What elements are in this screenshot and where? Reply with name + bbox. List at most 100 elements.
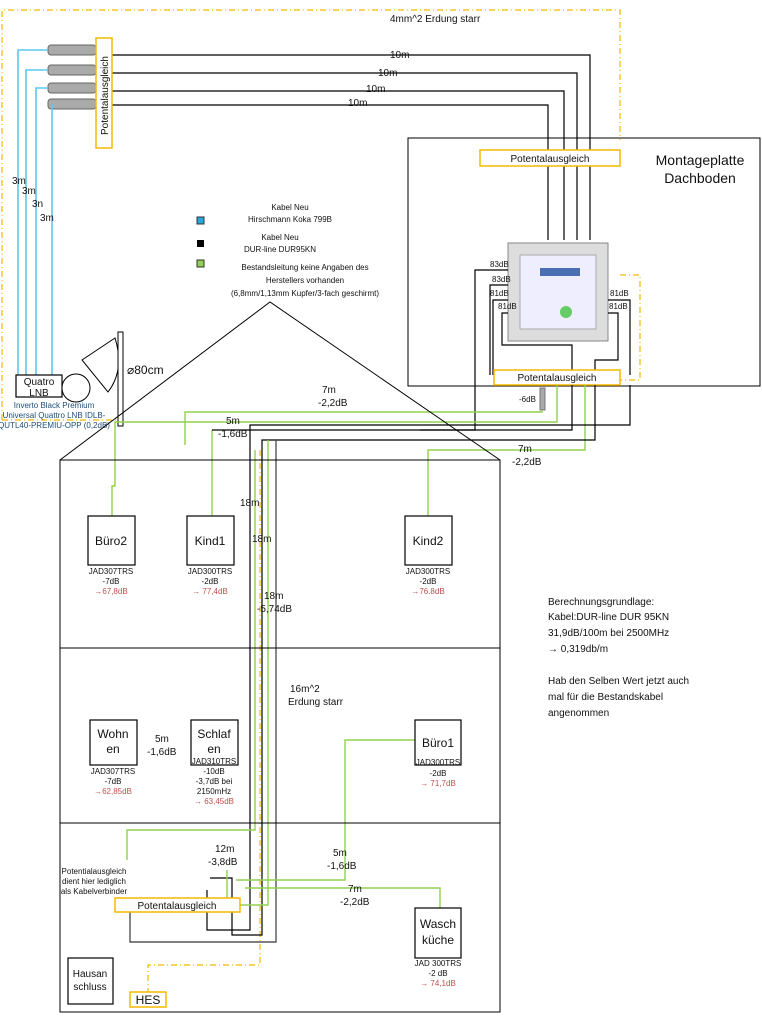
room-wohnen: Wohn en JAD307TRS -7dB →62,85dB (89, 719, 138, 796)
svg-text:Schlaf: Schlaf (197, 727, 231, 741)
legend-black-2: DUR-line DUR95KN (244, 245, 316, 254)
svg-text:-3,7dB bei: -3,7dB bei (196, 777, 233, 786)
cable-f-length: 12m (215, 844, 234, 855)
cable-a-length: 7m (322, 385, 336, 396)
svg-text:→ 74,1dB: → 74,1dB (420, 979, 456, 988)
lnb-desc-2: Universal Quattro LNB IDLB- (3, 411, 106, 420)
dish-feed-circle (61, 373, 91, 403)
legend-green-1: Bestandsleitung keine Angaben des (241, 263, 368, 272)
legend-blue-2: Hirschmann Koka 799B (248, 215, 332, 224)
potential-bar-top-label: Potentalausgleich (511, 154, 590, 165)
svg-text:-7dB: -7dB (105, 777, 122, 786)
hes-box (129, 991, 167, 1008)
svg-text:Kabel:DUR-line DUR 95KN: Kabel:DUR-line DUR 95KN (548, 612, 669, 623)
mounting-plate-label-1: Montageplatte (656, 152, 745, 168)
svg-text:→ 63,45dB: → 63,45dB (194, 797, 234, 806)
cable-h-length: 7m (348, 884, 362, 895)
legend-green-2: Herstellers vorhanden (266, 276, 344, 285)
potential-note-2: dient hier lediglich (62, 877, 126, 886)
switch-level-6: 81dB (609, 302, 628, 311)
svg-text:en: en (106, 742, 119, 756)
cable-e-loss: -1,6dB (147, 747, 177, 758)
attenuator-label: -6dB (519, 395, 536, 404)
svg-text:Wasch: Wasch (420, 917, 456, 931)
potential-bar-bottom-label: Potentalausgleich (518, 373, 597, 384)
attenuator-icon (539, 387, 546, 411)
mounting-plate-label-2: Dachboden (664, 170, 736, 186)
cable-label-10m-2: 10m (378, 68, 397, 79)
cable-g-loss: -1,6dB (327, 861, 357, 872)
svg-text:-10dB: -10dB (203, 767, 224, 776)
cable-d2-length: 18m (252, 534, 271, 545)
svg-text:→76.8dB: →76.8dB (411, 587, 444, 596)
switch-level-4: 81dB (498, 302, 517, 311)
blue-label-2: 3m (22, 186, 36, 197)
svg-text:JAD300TRS: JAD300TRS (406, 567, 450, 576)
svg-text:-2dB: -2dB (420, 577, 437, 586)
cable-f-loss: -3,8dB (208, 857, 238, 868)
multiswitch (507, 242, 609, 342)
room-kind1: Kind1 JAD300TRS -2dB → 77,4dB (186, 515, 235, 596)
svg-text:Wohn: Wohn (97, 727, 128, 741)
potential-note-3: als Kabelverbinder (61, 887, 128, 896)
room-buero2: Büro2 JAD307TRS -7dB →67,8dB (87, 515, 136, 596)
lnb-box-label-1: Quatro (24, 377, 55, 388)
svg-text:-2dB: -2dB (202, 577, 219, 586)
svg-text:→ 71,7dB: → 71,7dB (420, 779, 456, 788)
svg-text:31,9dB/100m bei 2500MHz: 31,9dB/100m bei 2500MHz (548, 628, 669, 639)
svg-text:JAD307TRS: JAD307TRS (91, 767, 135, 776)
f-connectors (47, 44, 97, 110)
potential-bar-top (479, 149, 621, 167)
house-outline (59, 459, 501, 1013)
blue-label-1: 3m (12, 176, 26, 187)
lnb-box-label-2: LNB (29, 388, 49, 399)
cable-e-length: 5m (155, 734, 169, 745)
cable-d3-loss: -5,74dB (257, 604, 292, 615)
ground-top-label: 4mm^2 Erdung starr (390, 14, 481, 25)
mounting-plate (407, 137, 761, 387)
ground-wire (1, 9, 641, 992)
ground-inner-label-2: Erdung starr (288, 697, 344, 708)
hausanschluss-label-2: schluss (73, 982, 106, 993)
switch-level-5: 81dB (610, 289, 629, 298)
svg-text:angenommen: angenommen (548, 708, 609, 719)
svg-text:JAD300TRS: JAD300TRS (416, 758, 460, 767)
cable-c-length: 7m (518, 444, 532, 455)
svg-text:Hab den Selben Wert jetzt auch: Hab den Selben Wert jetzt auch (548, 676, 689, 687)
calculation-notes: Berechnungsgrundlage: Kabel:DUR-line DUR… (548, 597, 689, 719)
cable-b-length: 5m (226, 416, 240, 427)
room-kind2: Kind2 JAD300TRS -2dB →76.8dB (404, 515, 453, 596)
legend-swatch-green (196, 259, 205, 268)
house-roof (59, 301, 501, 461)
svg-text:→ 77,4dB: → 77,4dB (192, 587, 228, 596)
room-waschkueche: Wasch küche JAD 300TRS -2 dB → 74,1dB (414, 907, 462, 988)
svg-text:mal für die Bestandskabel: mal für die Bestandskabel (548, 692, 663, 703)
cable-a-loss: -2,2dB (318, 398, 348, 409)
svg-text:Büro2: Büro2 (95, 534, 127, 548)
lnb-desc-3: QUTL40-PREMIU-OPP (0,2dB) (0, 421, 110, 430)
svg-text:-7dB: -7dB (103, 577, 120, 586)
svg-text:küche: küche (422, 933, 454, 947)
svg-text:JAD307TRS: JAD307TRS (89, 567, 133, 576)
svg-text:en: en (207, 742, 220, 756)
hes-label: HES (136, 993, 161, 1007)
switch-level-3: 81dB (490, 289, 509, 298)
potential-bar-basement-label: Potentalausgleich (138, 901, 217, 912)
cable-d3-length: 18m (264, 591, 283, 602)
cable-g-length: 5m (333, 848, 347, 859)
switch-level-1: 83dB (490, 260, 509, 269)
svg-text:Berechnungsgrundlage:: Berechnungsgrundlage: (548, 597, 654, 608)
switch-level-2: 83dB (492, 275, 511, 284)
svg-text:JAD300TRS: JAD300TRS (188, 567, 232, 576)
switch-output-cables (420, 269, 631, 431)
cable-d1-length: 18m (240, 498, 259, 509)
svg-text:Kind1: Kind1 (195, 534, 226, 548)
room-schlafen: Schlaf en JAD310TRS -10dB -3,7dB bei 215… (190, 719, 239, 806)
dish-mast (117, 331, 124, 427)
svg-text:→67,8dB: →67,8dB (94, 587, 127, 596)
legend-black-1: Kabel Neu (261, 233, 298, 242)
ground-inner-label-1: 16m^2 (290, 684, 320, 695)
svg-text:JAD 300TRS: JAD 300TRS (415, 959, 462, 968)
cable-label-10m-3: 10m (366, 84, 385, 95)
